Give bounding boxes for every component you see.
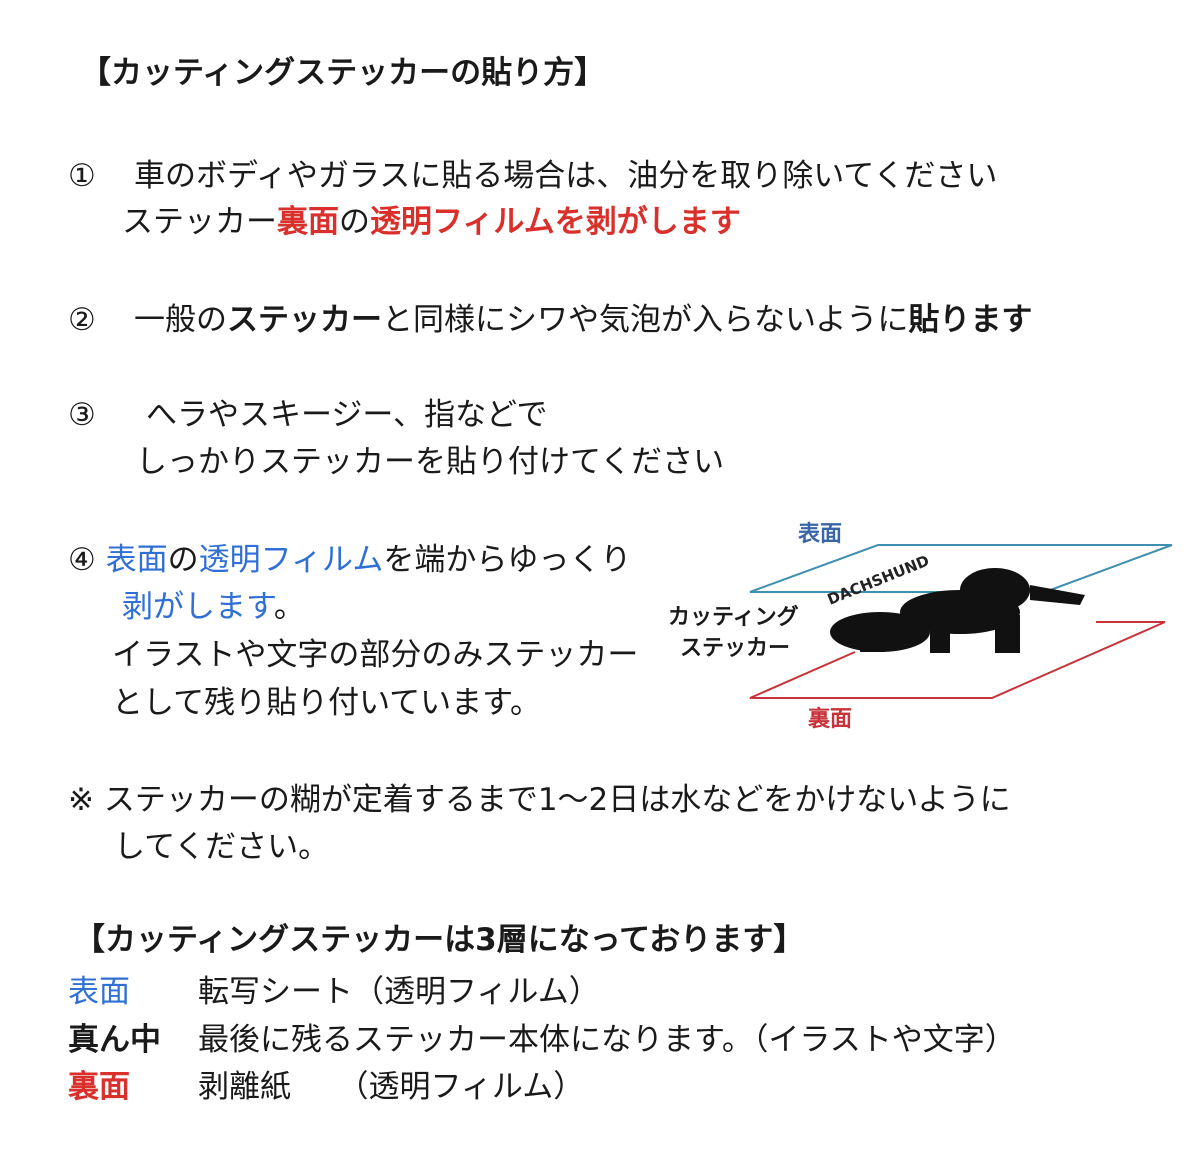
step-text: 一般のステッカーと同様にシワや気泡が入らないように貼ります <box>134 300 1032 340</box>
highlight-peel: 剥がします <box>122 589 274 625</box>
layer-desc: 剥離紙 （透明フィルム） <box>198 1069 585 1105</box>
step-text: として残り貼り付いています。 <box>112 685 542 721</box>
layer-desc: 最後に残るステッカー本体になります。（イラストや文字） <box>198 1022 1016 1058</box>
note-text: ※ ステッカーの糊が定着するまで1〜2日は水などをかけないように <box>68 782 1011 818</box>
step-number: ① <box>68 158 96 194</box>
step-text: 剥がします。 <box>122 587 305 627</box>
bold-text: ステッカー <box>227 302 382 338</box>
layer-name-front: 表面 <box>68 974 130 1010</box>
layer-name-middle: 真ん中 <box>68 1022 161 1058</box>
middle-layer-label: ステッカー <box>680 636 791 661</box>
step-text: イラストや文字の部分のみステッカー <box>112 637 639 673</box>
step-text: しっかりステッカーを貼り付けてください <box>136 444 725 480</box>
step-number: ③ <box>68 397 96 433</box>
layer-name-back: 裏面 <box>68 1069 130 1105</box>
step-text: へラやスキージー、指などで <box>146 397 548 433</box>
highlight-film: 透明フィルム <box>198 542 384 578</box>
middle-layer-label: カッティング <box>668 605 799 630</box>
step-text: ④ 表面の透明フィルムを端からゆっくり <box>68 540 631 580</box>
dachshund-illustration <box>830 568 1085 653</box>
bottom-layer-sheet <box>749 621 1166 699</box>
highlight-film: 透明フィルムを剥がします <box>370 204 741 240</box>
layer-desc: 転写シート（透明フィルム） <box>198 974 600 1010</box>
note-text: してください。 <box>114 829 330 865</box>
bottom-layer-label: 裏面 <box>808 707 853 732</box>
text: の <box>339 204 370 240</box>
text: 一般の <box>134 302 227 338</box>
page-title: 【カッティングステッカーの貼り方】 <box>80 55 606 91</box>
text: を端からゆっくり <box>383 542 632 578</box>
highlight-front: 表面 <box>105 542 168 578</box>
highlight-back: 裏面 <box>277 204 339 240</box>
text: 。 <box>273 589 305 625</box>
bold-text: 貼ります <box>908 302 1033 338</box>
text: ステッカー <box>122 204 277 240</box>
text: と同様にシワや気泡が入らないように <box>382 302 909 338</box>
step-number: ④ <box>68 542 96 578</box>
layers-title: 【カッティングステッカーは3層になっております】 <box>74 922 805 958</box>
top-layer-label: 表面 <box>798 522 843 547</box>
step-number: ② <box>68 302 96 338</box>
step-text: ステッカー裏面の透明フィルムを剥がします <box>122 202 741 242</box>
text: の <box>167 542 199 578</box>
step-text: 車のボディやガラスに貼る場合は、油分を取り除いてください <box>134 158 998 194</box>
